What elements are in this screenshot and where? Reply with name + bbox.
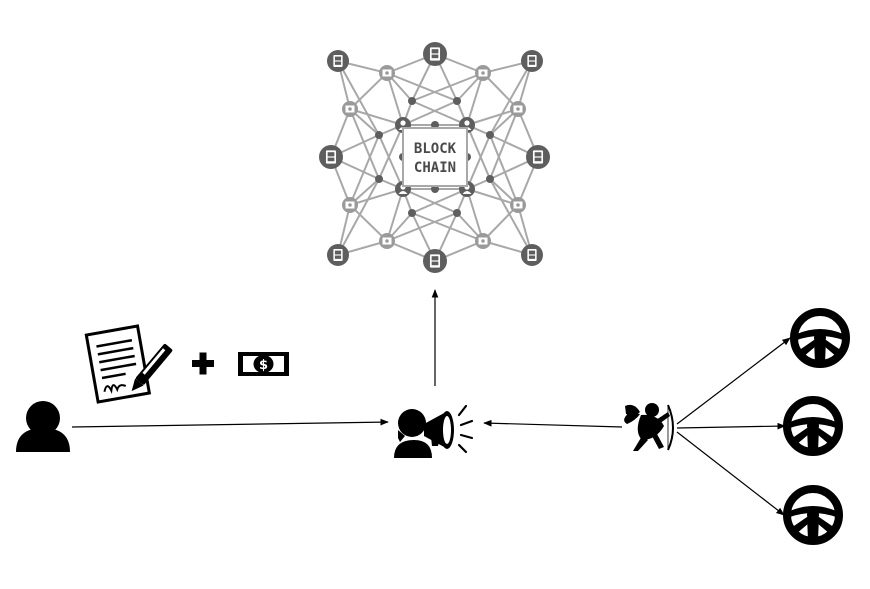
network-edge (466, 72, 484, 126)
network-edge (466, 188, 484, 242)
server-node (526, 145, 550, 169)
network-edge (386, 72, 404, 126)
steering-wheel-icon (783, 485, 843, 545)
junction-node (486, 175, 494, 183)
device-node (510, 101, 526, 117)
svg-text:$: $ (259, 358, 268, 373)
arrow-cupid-to-broadcaster (483, 419, 623, 428)
blockchain-nodes (319, 42, 550, 273)
megaphone-speaker-icon (394, 404, 474, 458)
network-edge (349, 108, 404, 126)
device-node (475, 233, 491, 249)
arrow-cupid-to-driver-1 (676, 337, 791, 425)
network-edge (489, 134, 519, 206)
arrow-cupid-to-driver-3 (676, 431, 785, 516)
server-node (327, 244, 349, 266)
device-node (475, 65, 491, 81)
device-node (342, 197, 358, 213)
network-edge (378, 134, 404, 190)
junction-node (453, 97, 461, 105)
device-node (379, 233, 395, 249)
steering-wheel-icon (783, 396, 843, 456)
junction-node (375, 131, 383, 139)
user-icon (16, 401, 70, 452)
cupid-archer-icon (624, 403, 674, 451)
network-edge (466, 124, 491, 180)
network-edge (411, 100, 468, 126)
junction-node (486, 131, 494, 139)
contract-signing-icon (84, 324, 173, 404)
junction-node (375, 175, 383, 183)
network-edge (489, 108, 519, 180)
network-edge (466, 108, 519, 126)
arrow-cupid-to-driver-2 (676, 422, 786, 430)
network-edge (349, 188, 404, 206)
network-edge (402, 188, 458, 214)
server-node (327, 50, 349, 72)
banknote-icon: $ (238, 352, 289, 376)
network-edge (411, 72, 484, 102)
junction-node (453, 209, 461, 217)
network-edge (349, 108, 380, 180)
blockchain-label-box (402, 127, 468, 187)
network-edge (466, 134, 491, 190)
server-node (521, 244, 543, 266)
blockchain-label-line1: BLOCK (414, 141, 457, 157)
network-edge (489, 60, 533, 136)
network-edge (411, 212, 484, 242)
network-edge (402, 100, 458, 126)
network-edge (386, 188, 404, 242)
junction-node (408, 97, 416, 105)
network-edge (466, 188, 519, 206)
network-edge (337, 60, 380, 136)
arrow-user-to-broadcaster (71, 418, 389, 428)
network-edge (411, 188, 468, 214)
network-edge (386, 72, 458, 102)
server-node (423, 249, 447, 273)
network-edge (386, 212, 458, 242)
network-edge (349, 204, 388, 242)
blockchain-network: BLOCK CHAIN (319, 42, 550, 273)
plus-icon (192, 352, 214, 375)
network-edge (337, 178, 380, 256)
network-edge (482, 72, 519, 110)
steering-wheel-icon (790, 308, 850, 368)
device-node (510, 197, 526, 213)
network-edge (349, 72, 388, 110)
blockchain-label-line2: CHAIN (414, 160, 456, 176)
server-node (423, 42, 447, 66)
network-edge (489, 178, 533, 256)
network-edge (378, 124, 404, 180)
network-edge (482, 204, 519, 242)
server-node (319, 145, 343, 169)
device-node (379, 65, 395, 81)
junction-node (408, 209, 416, 217)
network-edge (349, 134, 380, 206)
connector-arrows (71, 289, 791, 516)
server-node (521, 50, 543, 72)
drivers-group (783, 308, 850, 545)
device-node (342, 101, 358, 117)
